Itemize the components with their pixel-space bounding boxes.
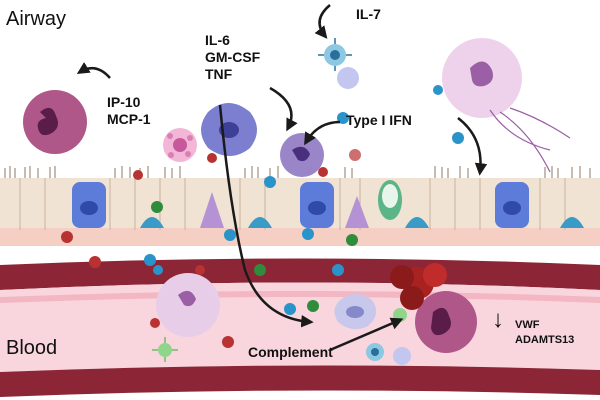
neutrophil-icon [415,291,477,353]
arrow-icon [76,4,488,352]
neutrophil-icon [23,90,87,154]
t-cell-icon [318,38,359,89]
basal-cell-icon [140,217,584,228]
airway-epithelium [0,166,600,246]
adamts13-label: ADAMTS13 [515,334,575,346]
complement-label: Complement [248,344,333,360]
macrophage-icon [156,273,220,337]
blood-vessel [0,258,600,397]
down-arrow-icon: ↓ [492,306,504,333]
gmcsf-label: GM-CSF [205,49,261,65]
vwf-label: VWF [515,319,540,331]
monocyte-icon [334,294,377,330]
ip10-label: IP-10 [107,94,141,110]
goblet-cell-icon [378,180,402,220]
epithelial-cell-icon [72,182,529,228]
tnf-label: TNF [205,66,233,82]
brush-cell-icon [200,192,369,228]
mast-cell-icon [163,128,197,162]
mcp1-label: MCP-1 [107,111,151,127]
il7-label: IL-7 [356,6,381,22]
macrophage-icon [442,38,571,173]
clot-icon [390,263,447,310]
monocyte-icon [280,133,324,177]
il6-label: IL-6 [205,32,230,48]
blood-region-label: Blood [6,337,58,359]
t-cell-icon [366,343,411,365]
airway-region-label: Airway [6,8,67,30]
basement-membrane [0,228,600,246]
cytokine-particle-icon [61,85,464,348]
type1ifn-label: Type I IFN [346,112,412,128]
macrophage-icon [201,103,257,156]
